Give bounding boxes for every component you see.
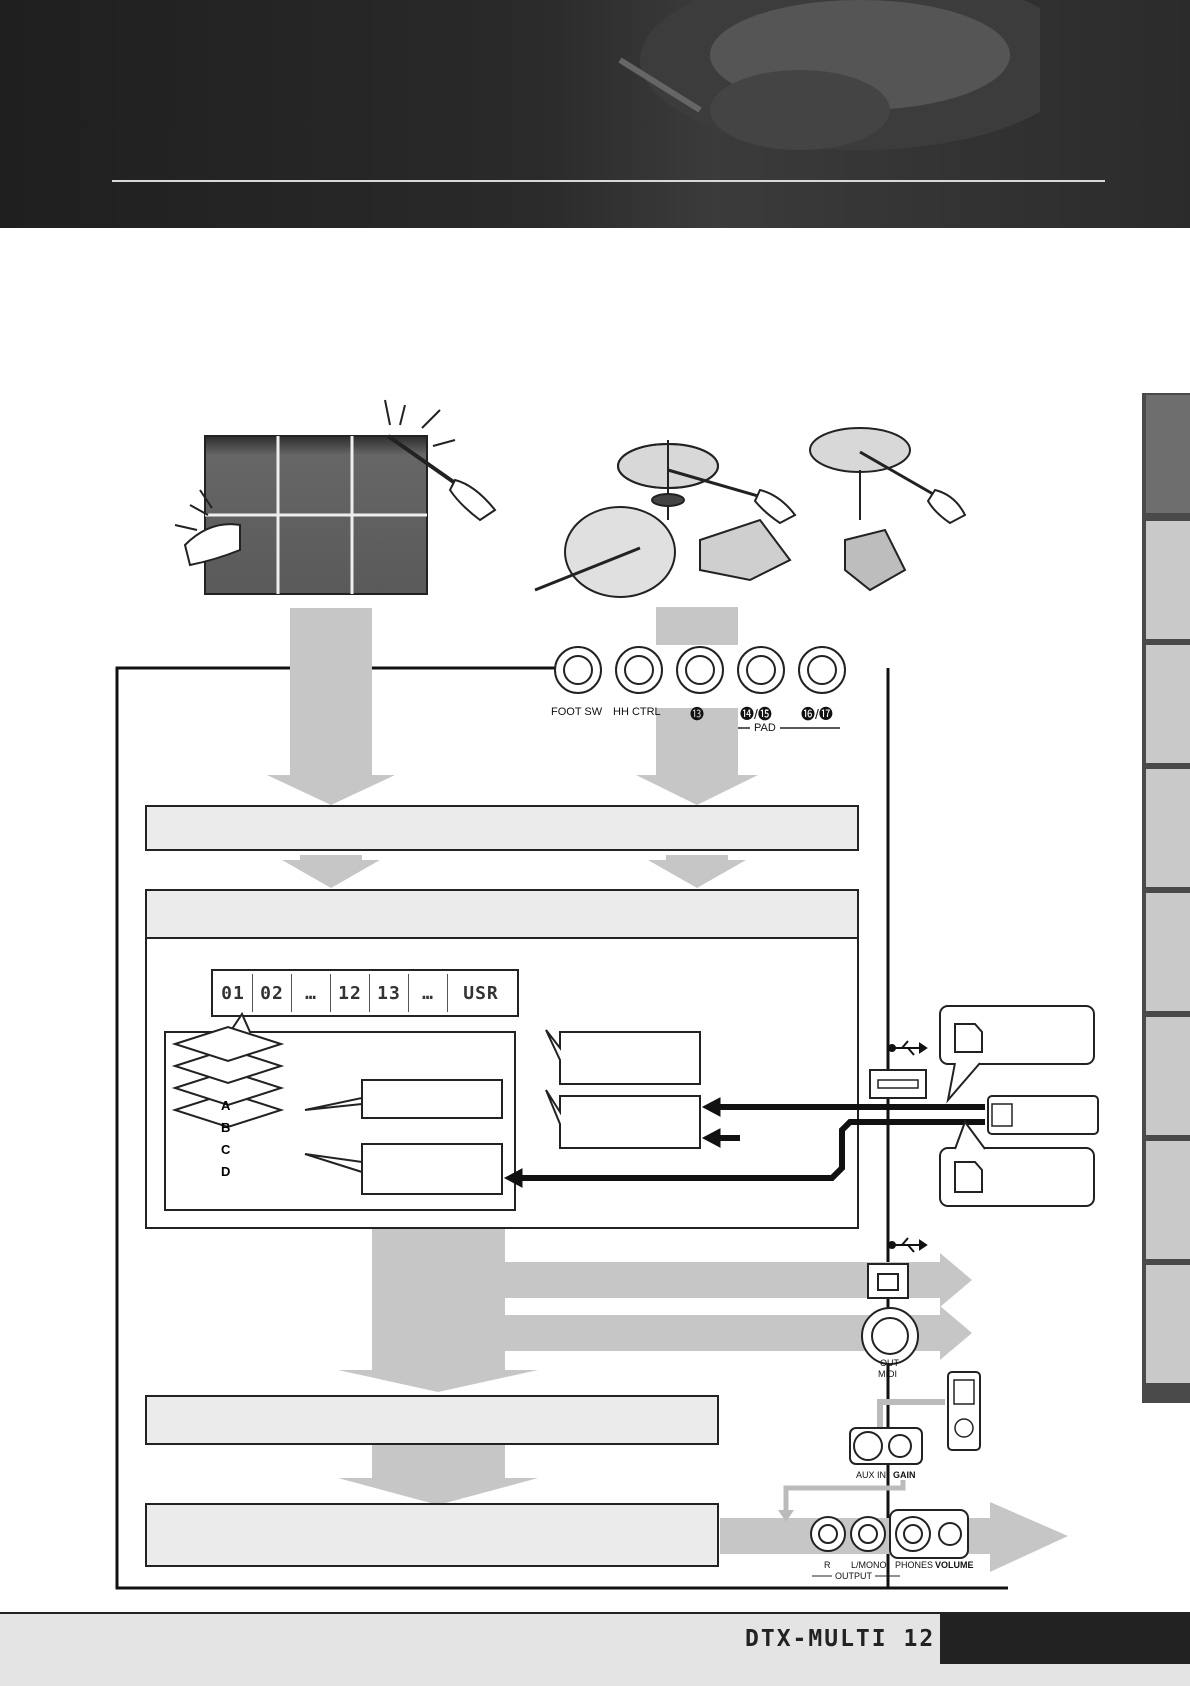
header-banner [0,0,1190,228]
aux-in-jack [853,1431,883,1461]
pad-16-17-label: ⓰/⓱ [801,706,833,722]
stage-box-4 [145,1503,719,1567]
gain-knob [888,1434,912,1458]
kit-display-cell: … [408,974,447,1012]
usb-icon [888,1237,928,1253]
output-r-label: R [824,1560,831,1570]
pad-14-15-label: ⓮/⓯ [740,706,772,722]
section-tab-active[interactable] [1146,395,1190,513]
output-group-label: OUTPUT [832,1571,875,1581]
kit-display-cell: 13 [369,974,408,1012]
header-rule [112,180,1105,182]
kit-note-callout-1 [545,1029,701,1085]
pad-group-label: PAD [750,722,780,734]
midi-label: MIDI [878,1369,897,1379]
model-name: DTX-MULTI 12 [745,1626,936,1652]
section-tab[interactable] [1146,1265,1190,1383]
layer-note-callout-2 [304,1143,503,1195]
kit-display-cell: 02 [252,974,291,1012]
kit-display-cell: 12 [330,974,369,1012]
usb-icon [888,1040,928,1056]
layer-label: C [221,1142,231,1157]
hh-ctrl-label: HH CTRL [613,706,661,718]
layer-stack [171,1025,285,1129]
section-tab[interactable] [1146,893,1190,1011]
volume-label: VOLUME [935,1560,974,1570]
gain-label: GAIN [893,1470,916,1480]
midi-out-label: OUT [880,1358,899,1368]
input-connector-cap [656,607,738,645]
output-l-mono-label: L/MONO [851,1560,887,1570]
foot-sw-label: FOOT SW [551,706,603,718]
section-tab[interactable] [1146,1017,1190,1135]
phones-label: PHONES [895,1560,934,1570]
layer-label: D [221,1164,231,1179]
kit-display-cell: 01 [221,982,245,1004]
pad-13-label: ⓭ [690,706,704,722]
layer-label: A [221,1098,231,1113]
stage-box-1 [145,805,859,851]
internal-pads-illustration [174,399,497,595]
kit-display-cell: USR [447,974,514,1012]
layer-note-callout-1 [304,1079,503,1119]
usb-flash-drive [987,1095,1099,1135]
section-tab[interactable] [1146,521,1190,639]
footer-page-block [940,1612,1190,1664]
volume-knob [938,1522,962,1546]
section-tab[interactable] [1146,769,1190,887]
section-tab[interactable] [1146,645,1190,763]
layer-label: B [221,1120,231,1135]
kit-display-cell: … [291,974,330,1012]
kit-number-display: 01 02 … 12 13 … USR [214,974,514,1012]
stage-box-2-header [145,889,859,939]
stage-box-3 [145,1395,719,1445]
file-icon [954,1161,983,1193]
section-tab[interactable] [1146,1141,1190,1259]
aux-in-label: AUX IN [856,1470,887,1480]
usb-data-arrows [503,1097,985,1188]
trigger-input-jacks [554,646,846,694]
section-tabs [1142,393,1190,1403]
external-pads-illustration [534,427,967,598]
kit-display-frame [211,969,519,1017]
kit-note-callout-2 [545,1089,701,1149]
file-icon [954,1023,983,1053]
cymbal-photo-illustration [618,0,1040,150]
